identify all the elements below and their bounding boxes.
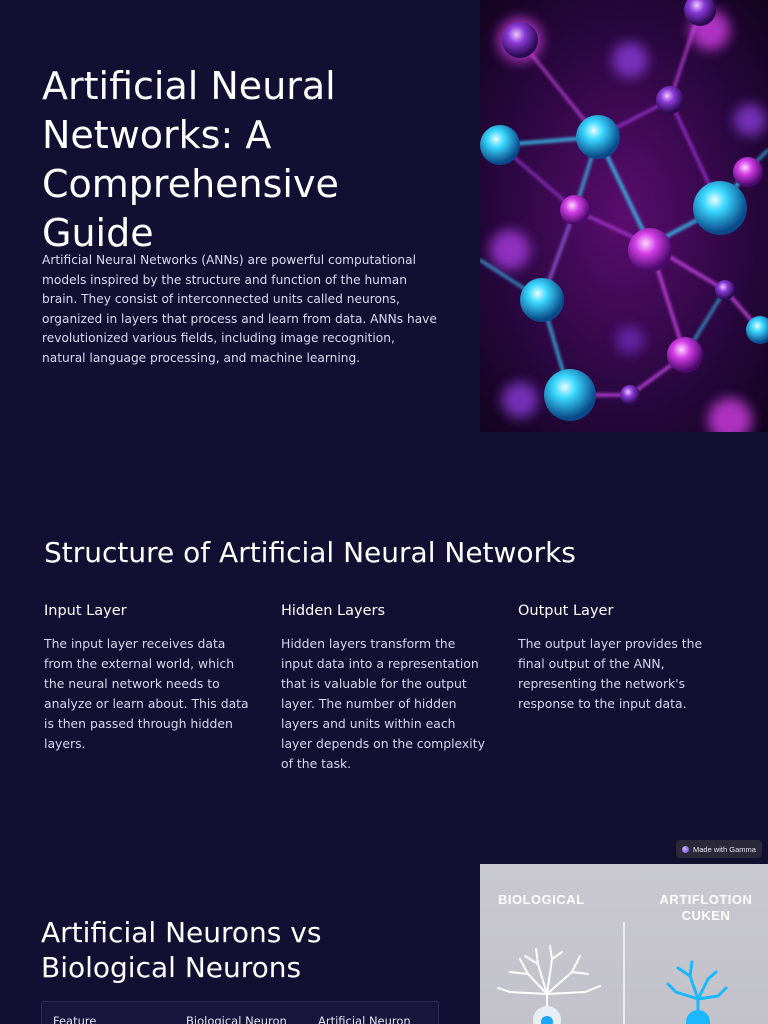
artificial-label: ARTIFLOTION CUKEN (659, 892, 753, 923)
intro-paragraph: Artificial Neural Networks (ANNs) are po… (42, 253, 437, 365)
output-layer-column: Output Layer The output layer provides t… (518, 600, 724, 714)
comparison-section-title: Artificial Neurons vs Biological Neurons (41, 916, 322, 984)
input-layer-column: Input Layer The input layer receives dat… (44, 600, 250, 754)
hidden-layers-column: Hidden Layers Hidden layers transform th… (281, 600, 487, 774)
column-heading: Input Layer (44, 603, 127, 619)
neural-network-image (480, 0, 768, 432)
neuron-comparison-image: BIOLOGICAL ARTIFLOTION CUKEN (480, 864, 768, 1024)
column-heading: Output Layer (518, 603, 614, 619)
badge-label: Made with Gamma (693, 844, 756, 854)
column-text: The input layer receives data from the e… (44, 636, 249, 751)
page-title: Artificial Neural Networks: A Comprehens… (42, 64, 339, 255)
table-header-cell: Biological Neuron (186, 1014, 287, 1024)
column-text: The output layer provides the final outp… (518, 636, 703, 711)
biological-label: BIOLOGICAL (498, 892, 585, 907)
table-header-cell: Feature (53, 1014, 97, 1024)
made-with-gamma-badge[interactable]: Made with Gamma (676, 840, 762, 858)
comparison-table: Feature Biological Neuron Artificial Neu… (41, 1001, 439, 1024)
table-header-cell: Artificial Neuron (318, 1014, 411, 1024)
column-text: Hidden layers transform the input data i… (281, 636, 485, 771)
gamma-logo-icon (682, 845, 689, 853)
structure-section-title: Structure of Artificial Neural Networks (44, 536, 576, 569)
column-heading: Hidden Layers (281, 603, 386, 619)
